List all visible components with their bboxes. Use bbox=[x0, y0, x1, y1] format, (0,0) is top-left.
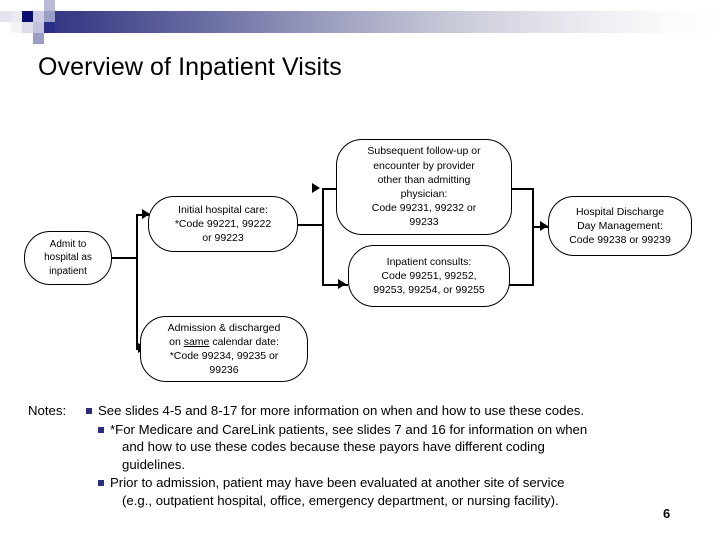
note-text-2-cont-1: and how to use these codes because these… bbox=[122, 439, 545, 455]
header-square-4 bbox=[33, 0, 44, 11]
note-text-1: See slides 4-5 and 8-17 for more informa… bbox=[98, 403, 585, 418]
notes-list: See slides 4-5 and 8-17 for more informa… bbox=[28, 402, 700, 509]
subsequent-line-2: encounter by provider bbox=[373, 159, 475, 172]
header-square-13 bbox=[55, 0, 66, 11]
note-item-2: *For Medicare and CareLink patients, see… bbox=[96, 421, 700, 474]
flow-node-admit[interactable]: Admit to hospital as inpatient bbox=[24, 231, 112, 285]
notes-section: Notes: See slides 4-5 and 8-17 for more … bbox=[28, 402, 700, 510]
header-square-2 bbox=[11, 11, 22, 22]
sameday-line-2-emphasis: same bbox=[183, 335, 210, 348]
discharge-line-2: Day Management: bbox=[577, 219, 663, 232]
page-number: 6 bbox=[663, 506, 671, 521]
flow-node-hospital-discharge[interactable]: Hospital Discharge Day Management: Code … bbox=[548, 196, 692, 256]
note-text-3: Prior to admission, patient may have bee… bbox=[110, 475, 565, 491]
sameday-line-1: Admission & discharged bbox=[167, 321, 281, 334]
bullet-square-icon bbox=[98, 480, 104, 487]
initial-line-2: *Code 99221, 99222 bbox=[174, 217, 272, 230]
connector-trunk-right bbox=[532, 188, 534, 286]
discharge-line-1: Hospital Discharge bbox=[575, 205, 665, 218]
flow-node-inpatient-consults[interactable]: Inpatient consults: Code 99251, 99252, 9… bbox=[348, 245, 510, 307]
slide-header-band bbox=[0, 0, 720, 46]
bullet-square-icon bbox=[86, 408, 92, 414]
sameday-line-2-post: calendar date: bbox=[209, 335, 279, 348]
sameday-line-2: on same calendar date: bbox=[169, 335, 279, 349]
header-square-1 bbox=[22, 11, 33, 22]
note-text-2: *For Medicare and CareLink patients, see… bbox=[110, 421, 588, 437]
note-text-2-cont-2: guidelines. bbox=[122, 456, 186, 472]
header-gradient-bar bbox=[22, 11, 720, 33]
consults-line-1: Inpatient consults: bbox=[386, 255, 472, 268]
header-square-10 bbox=[22, 22, 33, 33]
header-square-8 bbox=[33, 22, 44, 33]
admit-line-2: hospital as bbox=[44, 252, 92, 264]
bullet-square-icon bbox=[98, 426, 104, 433]
connector-admit-out bbox=[110, 257, 138, 259]
connector-consults-out bbox=[508, 284, 534, 286]
header-square-12 bbox=[33, 33, 44, 44]
connector-trunk-left bbox=[136, 214, 138, 350]
note-item-3: Prior to admission, patient may have bee… bbox=[96, 474, 700, 509]
subsequent-line-1: Subsequent follow-up or bbox=[367, 145, 481, 158]
discharge-line-3: Code 99238 or 99239 bbox=[569, 234, 671, 247]
consults-line-3: 99253, 99254, or 99255 bbox=[373, 284, 485, 297]
arrow-to-initial bbox=[142, 209, 150, 219]
connector-initial-out bbox=[296, 224, 324, 226]
flow-node-initial-hospital-care[interactable]: Initial hospital care: *Code 99221, 9922… bbox=[148, 196, 298, 252]
note-text-3-cont-1: (e.g., outpatient hospital, office, emer… bbox=[122, 492, 559, 508]
header-square-11 bbox=[22, 33, 33, 44]
subsequent-line-6: 99233 bbox=[409, 216, 439, 229]
notes-label: Notes: bbox=[28, 403, 67, 418]
arrow-to-discharge bbox=[540, 221, 548, 231]
admit-line-1: Admit to bbox=[49, 238, 87, 250]
flow-node-subsequent-followup[interactable]: Subsequent follow-up or encounter by pro… bbox=[336, 139, 512, 235]
connector-to-subsequent bbox=[322, 188, 338, 190]
page-title: Overview of Inpatient Visits bbox=[38, 53, 342, 81]
initial-line-3: or 99223 bbox=[202, 232, 244, 245]
header-square-14 bbox=[11, 0, 22, 11]
header-square-5 bbox=[44, 0, 55, 11]
initial-line-1: Initial hospital care: bbox=[178, 203, 268, 216]
arrow-to-subsequent bbox=[312, 183, 320, 193]
consults-line-2: Code 99251, 99252, bbox=[381, 269, 477, 282]
flow-node-same-day-admission[interactable]: Admission & discharged on same calendar … bbox=[140, 316, 308, 382]
connector-subsequent-out bbox=[510, 188, 534, 190]
sameday-line-2-pre: on bbox=[169, 335, 184, 348]
flowchart: Admit to hospital as inpatient Initial h… bbox=[24, 139, 692, 382]
header-square-15 bbox=[0, 11, 11, 22]
note-item-1: See slides 4-5 and 8-17 for more informa… bbox=[84, 402, 700, 420]
subsequent-line-4: physician: bbox=[400, 188, 448, 200]
header-square-6 bbox=[44, 11, 55, 22]
arrow-to-consults bbox=[338, 279, 346, 289]
subsequent-line-3: other than admitting bbox=[377, 173, 471, 186]
admit-line-3: inpatient bbox=[49, 265, 87, 277]
sameday-line-3: *Code 99234, 99235 or bbox=[169, 350, 279, 362]
sameday-line-4: 99236 bbox=[209, 364, 239, 377]
header-square-3 bbox=[11, 22, 22, 33]
subsequent-line-5: Code 99231, 99232 or bbox=[371, 202, 477, 215]
header-square-9 bbox=[44, 22, 55, 33]
header-square-7 bbox=[33, 11, 44, 22]
connector-to-consults bbox=[322, 284, 348, 286]
connector-trunk-mid bbox=[322, 188, 324, 286]
